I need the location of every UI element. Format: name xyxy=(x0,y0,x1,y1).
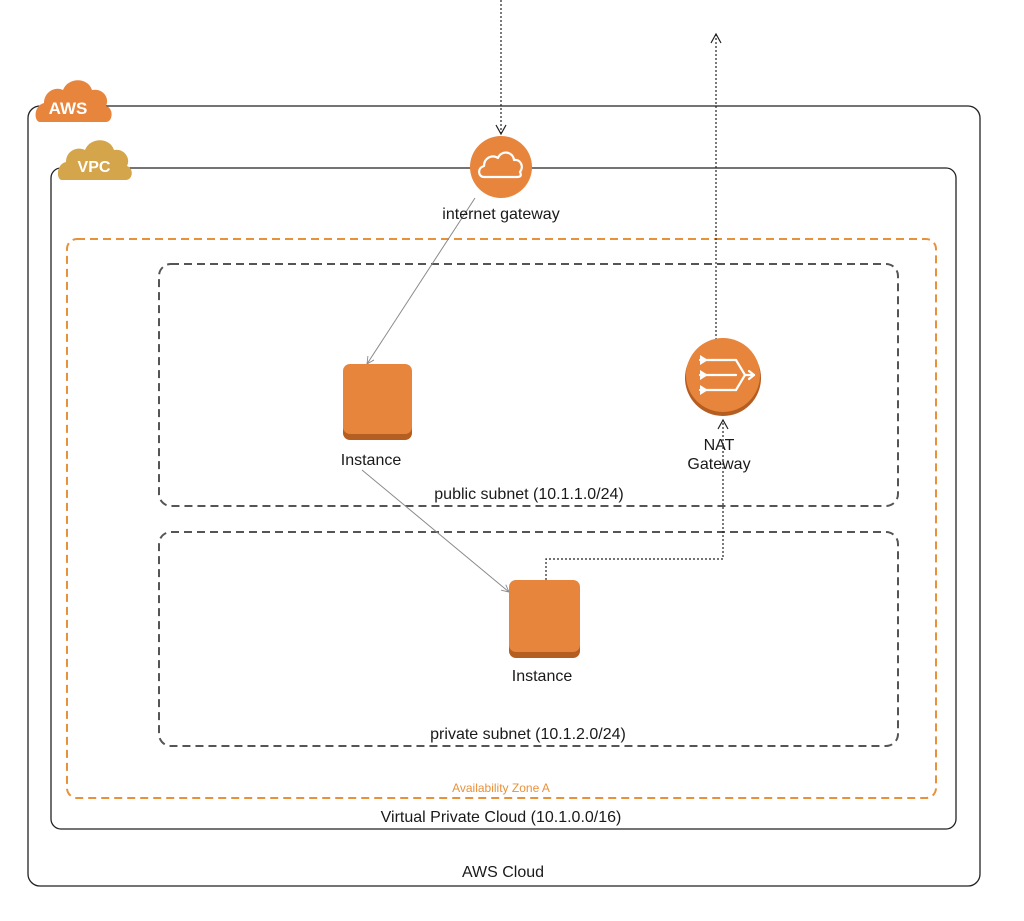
public-instance-label: Instance xyxy=(340,452,402,469)
internet-gateway-label: internet gateway xyxy=(442,206,560,223)
nat-gateway-label-line2: Gateway xyxy=(687,456,751,473)
ec2-instance-icon-public xyxy=(343,364,412,440)
availability-zone-container xyxy=(66,238,937,799)
internet-gateway-icon xyxy=(470,136,532,198)
availability-zone-label: Availability Zone A xyxy=(452,781,550,795)
public-to-private-connector xyxy=(361,469,509,592)
aws-cloud-container xyxy=(27,105,981,887)
aws-cloud-label: AWS Cloud xyxy=(461,864,545,881)
nat-gateway-label-line1: NAT xyxy=(703,437,735,454)
vpc-label: Virtual Private Cloud (10.1.0.0/16) xyxy=(380,809,622,826)
ec2-instance-icon-private xyxy=(509,580,580,658)
aws-cloud-badge-icon: AWS xyxy=(35,80,112,122)
public-subnet-label: public subnet (10.1.1.0/24) xyxy=(434,486,624,503)
private-to-nat-connector xyxy=(545,418,729,580)
vpc-cloud-badge-icon: VPC xyxy=(57,140,132,180)
private-instance-label: Instance xyxy=(511,668,573,685)
private-subnet-container xyxy=(158,531,899,747)
aws-badge-text: AWS xyxy=(49,99,88,118)
public-subnet-container xyxy=(158,263,899,507)
vpc-badge-text: VPC xyxy=(78,159,111,176)
nat-gateway-icon xyxy=(685,338,761,416)
nat-gateway-label: NAT Gateway xyxy=(687,436,750,474)
private-subnet-label: private subnet (10.1.2.0/24) xyxy=(430,726,626,743)
igw-to-instance-connector xyxy=(367,197,476,364)
